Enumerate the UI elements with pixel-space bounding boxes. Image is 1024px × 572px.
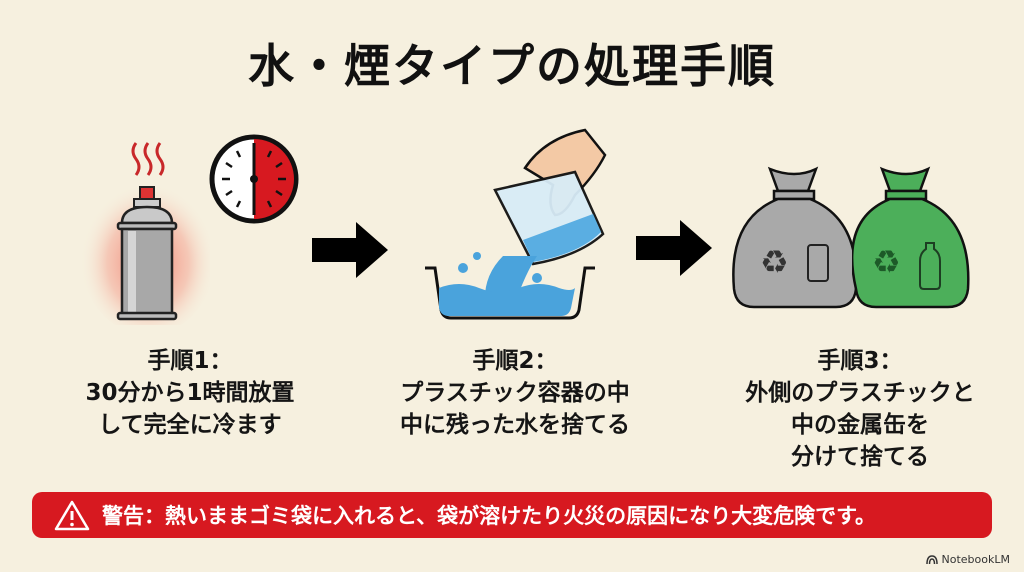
step-3-text: 手順3： 外側のプラスチックと 中の金属缶を 分けて捨てる xyxy=(705,345,1015,473)
brand-watermark: NotebookLM xyxy=(925,553,1010,566)
step-2-line: プラスチック容器の中 xyxy=(400,380,630,406)
svg-text:♻: ♻ xyxy=(872,243,901,281)
step-3-line: 分けて捨てる xyxy=(791,444,929,470)
gray-recycle-bag-can-icon: ♻ xyxy=(732,166,858,309)
step-3-line: 中の金属缶を xyxy=(791,412,929,438)
step-2-line: 中に残った水を捨てる xyxy=(400,412,630,438)
warning-text: 警告：熱いままゴミ袋に入れると、袋が溶けたり火災の原因になり大変危険です。 xyxy=(102,504,877,528)
step-3-line: 外側のプラスチックと xyxy=(745,380,975,406)
page-title: 水・煙タイプの処理手順 xyxy=(248,39,776,93)
brand-name: NotebookLM xyxy=(941,553,1010,566)
step-1-heading: 手順1： xyxy=(147,348,233,374)
step-1-line: 30分から1時間放置 xyxy=(85,380,295,406)
arrow-right-icon xyxy=(636,220,712,276)
green-recycle-bag-bottle-icon: ♻ xyxy=(852,166,970,309)
timer-clock-icon xyxy=(209,134,299,224)
step-2-heading: 手順2： xyxy=(472,348,558,374)
step-2-text: 手順2： プラスチック容器の中 中に残った水を捨てる xyxy=(370,345,660,441)
warning-banner: 警告：熱いままゴミ袋に入れると、袋が溶けたり火災の原因になり大変危険です。 xyxy=(32,492,992,538)
step-1-line: して完全に冷ます xyxy=(98,412,282,438)
notebooklm-logo-icon xyxy=(925,554,938,564)
warning-triangle-icon xyxy=(54,500,90,531)
hot-spray-can-icon xyxy=(80,142,210,325)
svg-text:♻: ♻ xyxy=(760,243,789,281)
arrow-right-icon xyxy=(312,222,388,278)
pouring-water-icon xyxy=(425,128,607,320)
step-1-text: 手順1： 30分から1時間放置 して完全に冷ます xyxy=(60,345,320,441)
step-3-heading: 手順3： xyxy=(817,348,903,374)
